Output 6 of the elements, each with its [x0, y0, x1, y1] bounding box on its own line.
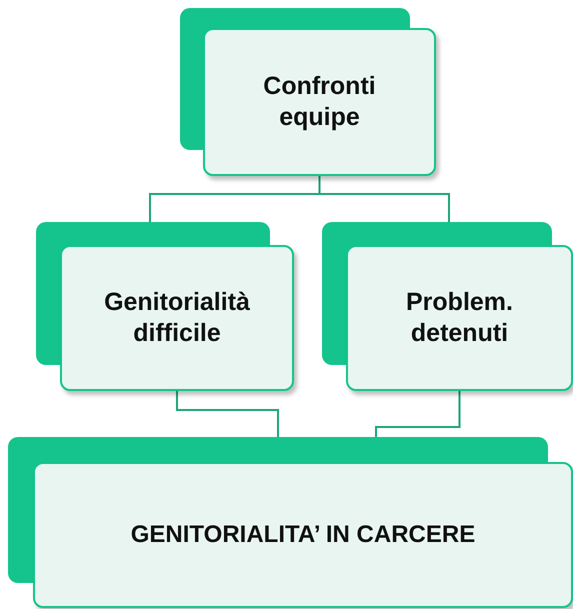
box-label: Genitorialità difficile: [103, 286, 251, 349]
connector-line: [375, 391, 460, 437]
box-label: GENITORIALITA’ IN CARCERE: [130, 520, 476, 550]
box-label: Problem. detenuti: [405, 286, 514, 349]
connector-line: [176, 391, 279, 437]
box-label: Confronti equipe: [262, 70, 377, 133]
